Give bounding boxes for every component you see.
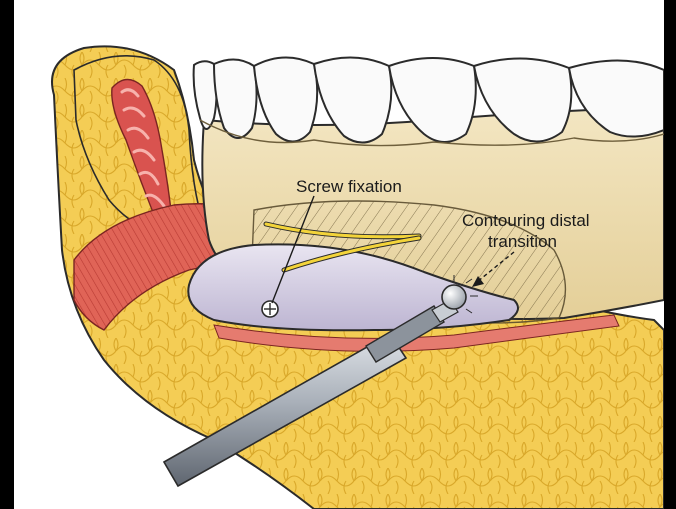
surgical-burr-instrument	[162, 275, 478, 488]
fixation-wire-2	[282, 236, 421, 272]
tooth-molar-2	[567, 59, 664, 138]
tooth-incisor-2	[212, 58, 258, 139]
tooth-canine	[252, 56, 319, 143]
tooth-molar-1	[472, 57, 573, 143]
label-screw-fixation: Screw fixation	[296, 177, 402, 196]
tooth-incisor-1	[192, 60, 218, 130]
fixation-wire	[264, 222, 421, 239]
lower-teeth	[192, 56, 664, 144]
lip-muscle-texture	[120, 88, 166, 208]
label-contouring-line1: Contouring distal	[462, 211, 590, 230]
screw-leader-line	[271, 195, 315, 304]
contouring-leader-arrow	[472, 251, 515, 287]
label-contouring-line2: transition	[488, 232, 557, 251]
tooth-premolar-2	[387, 57, 477, 143]
burr-tip-icon	[441, 284, 467, 310]
screw-icon	[261, 300, 279, 318]
illustration-panel: Screw fixation Contouring distal transit…	[14, 0, 664, 509]
mandible-surgery-illustration: Screw fixation Contouring distal transit…	[51, 45, 664, 509]
periosteum-band	[213, 314, 620, 352]
tooth-premolar-1	[312, 56, 393, 144]
gum-line	[199, 119, 664, 147]
burr-spin-marks	[453, 275, 478, 314]
